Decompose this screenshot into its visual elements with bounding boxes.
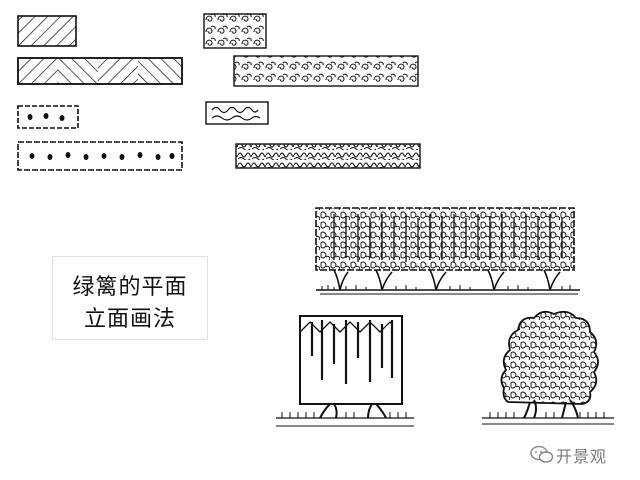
plan-symbol-scribble-short bbox=[205, 101, 269, 125]
wechat-icon bbox=[530, 445, 554, 463]
caption-box: 绿篱的平面 立面画法 bbox=[52, 256, 208, 340]
elevation-long-hedge bbox=[315, 207, 580, 295]
elevation-clipped-hedge bbox=[276, 315, 414, 427]
caption-line-2: 立面画法 bbox=[83, 307, 176, 332]
plan-symbol-dotted-long bbox=[17, 141, 183, 171]
hedge-trunks bbox=[333, 269, 561, 291]
ground-line bbox=[316, 285, 580, 295]
plan-symbol-hatched-short bbox=[17, 15, 77, 47]
plan-symbol-textured-long bbox=[233, 55, 419, 87]
plan-symbol-hatched-long bbox=[17, 57, 183, 85]
elevation-bushy-hedge bbox=[482, 310, 614, 425]
plan-symbol-textured-short bbox=[203, 13, 267, 49]
plan-symbol-dotted-short bbox=[17, 105, 79, 129]
caption-line-1: 绿篱的平面 bbox=[72, 275, 188, 300]
watermark: 开景观 bbox=[530, 440, 640, 468]
plan-symbol-scribble-long bbox=[235, 143, 421, 169]
watermark-text: 开景观 bbox=[556, 447, 608, 466]
